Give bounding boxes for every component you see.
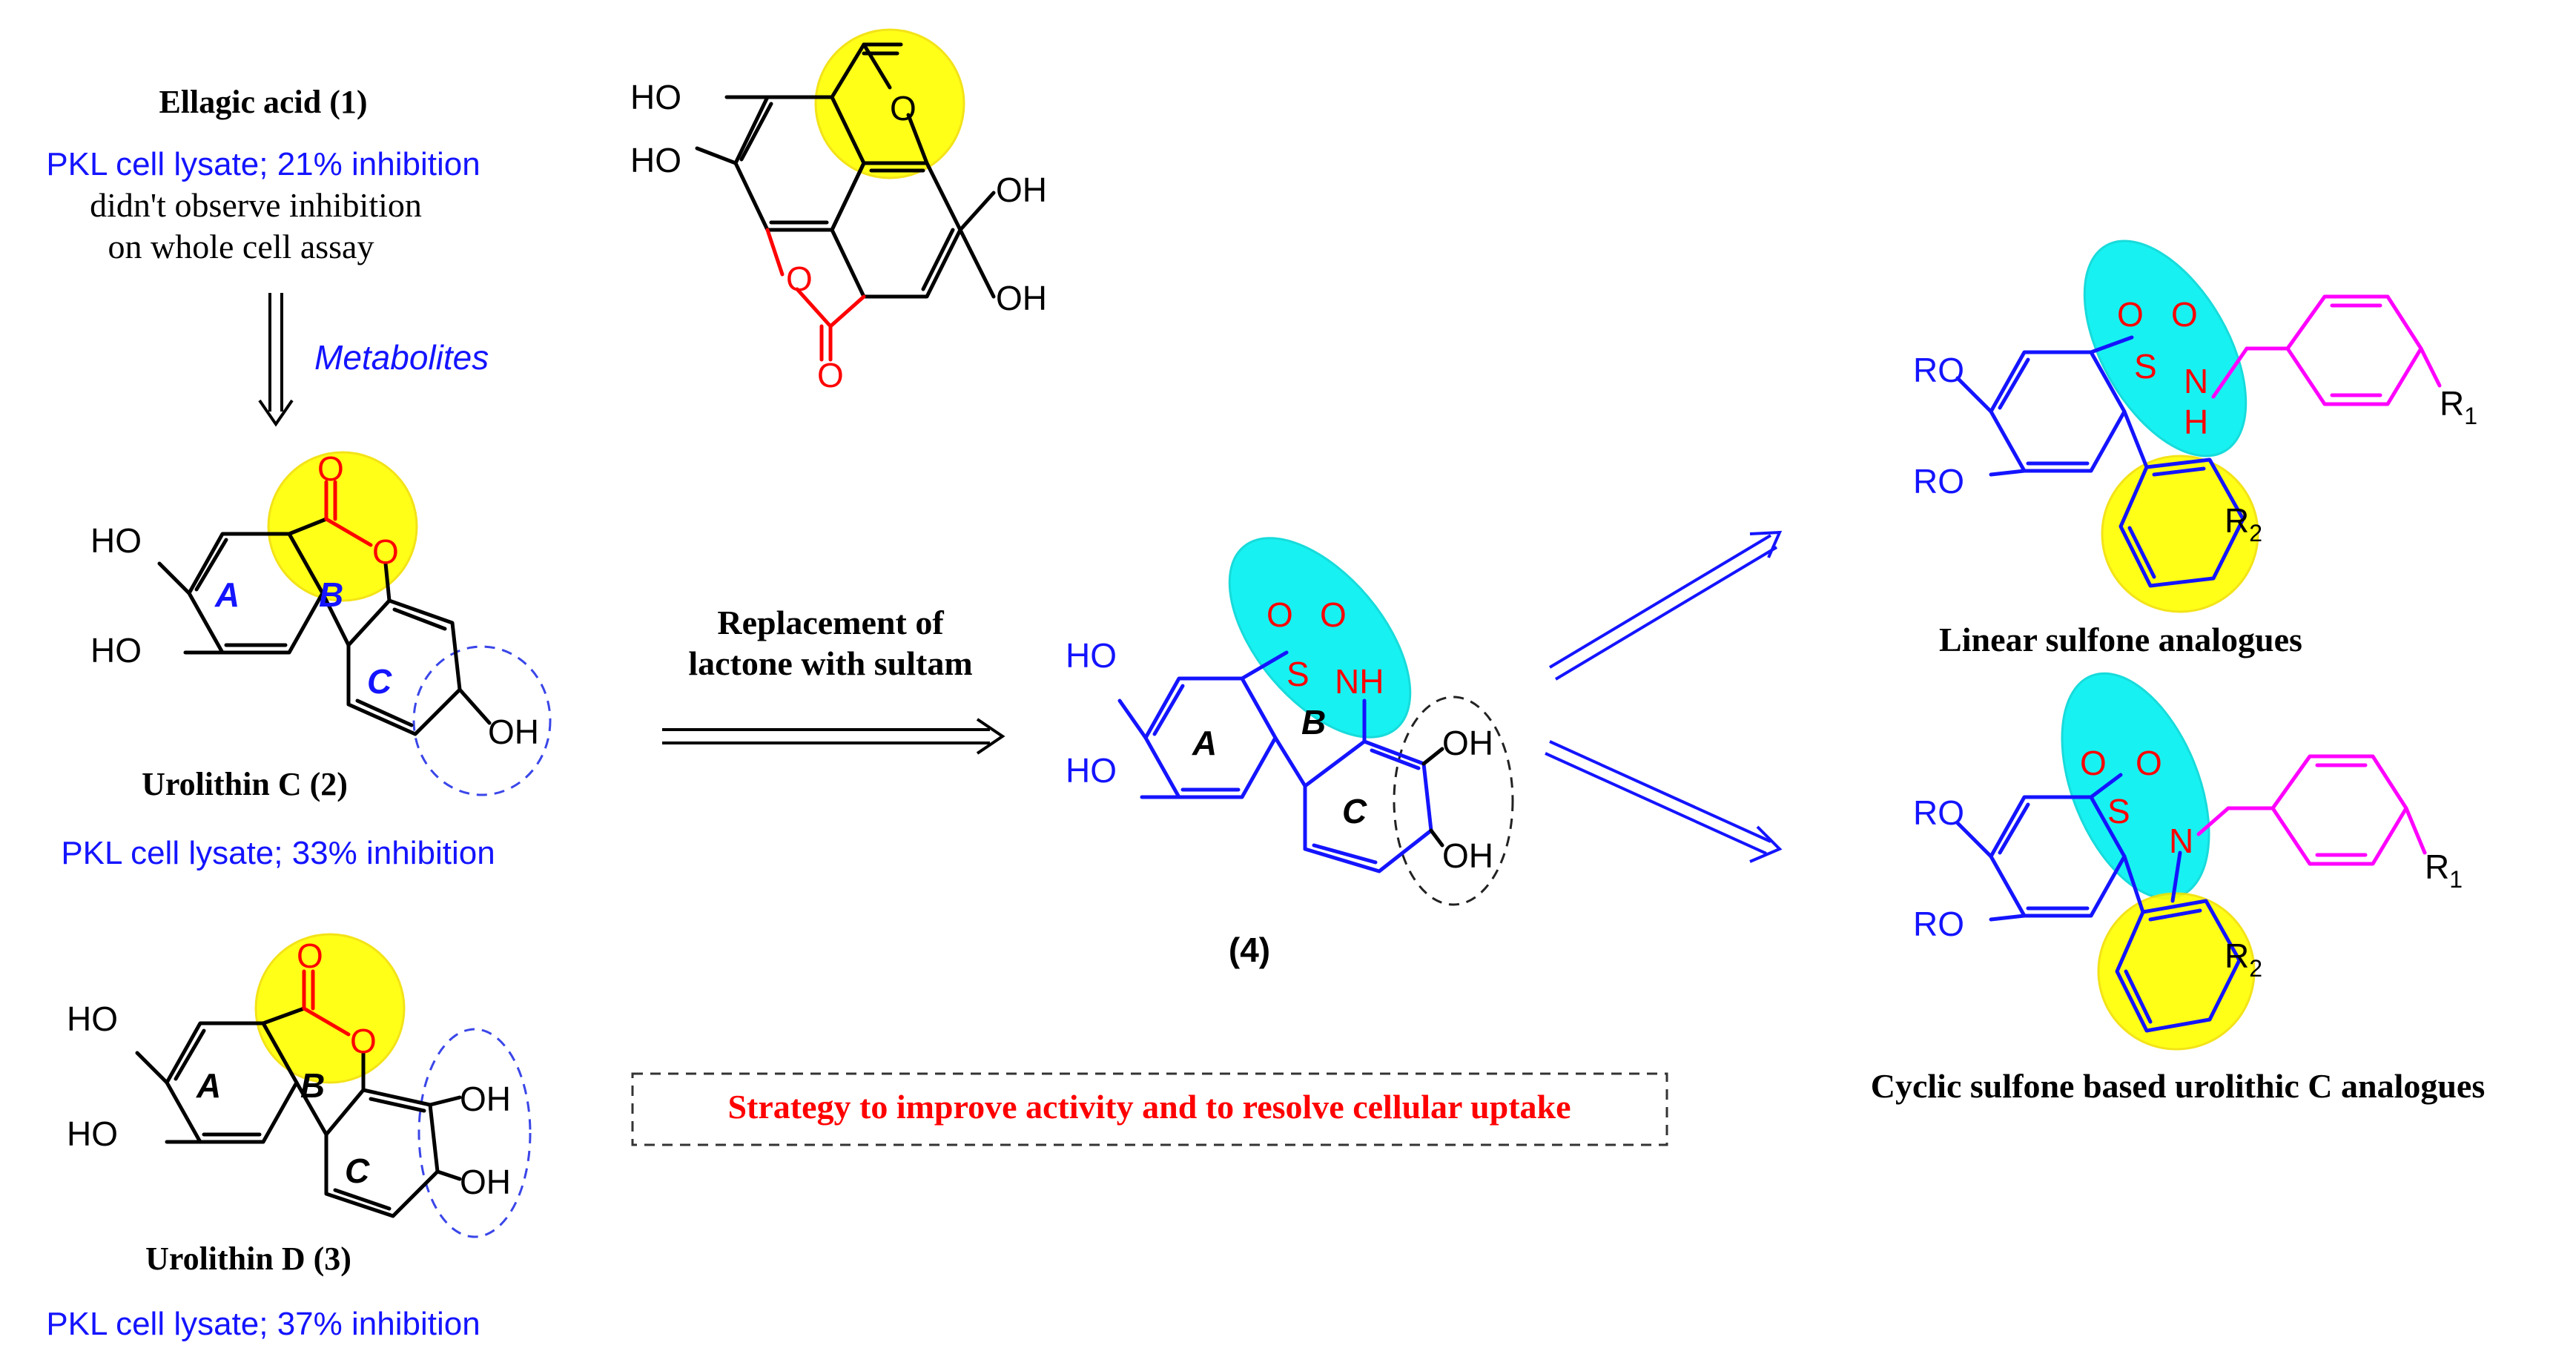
linear-h: H [2184,403,2208,441]
cyclic-n: N [2169,822,2193,860]
ellagic-oh-1: OH [996,171,1047,209]
arrow-to-linear [1548,530,1783,681]
linear-r2-letter: R [2225,501,2249,540]
urolithin-c-title: Urolithin C (2) [142,766,348,802]
ellagic-ho-2: HO [630,141,681,179]
linear-r1-subscript: 1 [2464,403,2477,429]
linear-analogue-structure [1955,240,2442,613]
ellagic-acid-structure [695,28,996,362]
urolithin-c-ring-c: C [367,662,392,701]
urolithin-d-o-ring: O [350,1022,377,1060]
linear-ro-2: RO [1913,462,1964,501]
strategy-box [631,1072,1668,1146]
urolithin-d-ring-b: B [300,1066,325,1105]
urolithin-d-ring-c: C [345,1152,370,1190]
ellagic-o-ring-red: O [786,260,813,298]
urolithin-c-ho-1: HO [90,521,142,560]
compound-4-ring-a: A [1192,724,1217,762]
compound-4-s: S [1287,655,1310,693]
ellagic-acid-assay: PKL cell lysate; 21% inhibition [46,146,480,182]
linear-r2-subscript: 2 [2249,520,2262,546]
replacement-line-2: lactone with sultam [688,644,972,682]
compound-4-label: (4) [1229,931,1270,969]
urolithin-d-title: Urolithin D (3) [145,1241,351,1277]
urolithin-d-ho-1: HO [67,1000,118,1038]
linear-label: Linear sulfone analogues [1939,621,2302,658]
cyclic-s: S [2107,792,2130,830]
urolithin-c-structure [157,451,552,796]
linear-ro-1: RO [1913,351,1964,389]
cyclic-r2-subscript: 2 [2249,955,2262,982]
cyclic-ro-2: RO [1913,905,1964,943]
cyclic-o-1: O [2080,744,2107,782]
urolithin-c-ho-2: HO [90,631,142,670]
urolithin-d-ring-a: A [196,1066,221,1105]
strategy-text: Strategy to improve activity and to reso… [727,1088,1571,1126]
cyclic-r2-letter: R [2225,937,2249,975]
compound-4-oh-2: OH [1442,836,1493,875]
ellagic-acid-note-2: on whole cell assay [108,228,374,265]
urolithin-c-o-carbonyl: O [317,449,344,488]
compound-4-nh: NH [1335,662,1384,701]
compound-4-o-1: O [1266,595,1293,634]
urolithin-d-o-carbonyl: O [297,937,323,975]
linear-r1-letter: R [2440,384,2464,423]
ellagic-o-ring: O [890,89,917,128]
compound-4-structure [1117,537,1514,906]
urolithin-c-ring-a: A [214,575,240,614]
ellagic-ho-1: HO [630,78,681,116]
ellagic-acid-note-1: didn't observe inhibition [90,186,422,224]
cyclic-label: Cyclic sulfone based urolithic C analogu… [1871,1067,2486,1105]
ellagic-oh-2: OH [996,279,1047,317]
cyclic-o-2: O [2136,744,2162,782]
arrow-to-cyclic [1545,740,1783,863]
urolithin-c-ring-b: B [319,575,343,614]
linear-o-1: O [2117,295,2144,334]
linear-o-2: O [2171,295,2198,334]
replacement-arrow [662,718,1005,755]
compound-4-ring-c: C [1342,792,1367,830]
compound-4-ring-b: B [1301,703,1326,741]
cyclic-r1-letter: R [2425,848,2449,886]
cyclic-r2: R2 [2225,937,2262,982]
urolithin-d-oh-1: OH [460,1080,511,1118]
replacement-line-1: Replacement of [717,604,944,641]
ellagic-acid-title: Ellagic acid (1) [159,84,367,120]
urolithin-c-assay: PKL cell lysate; 33% inhibition [61,835,495,871]
urolithin-c-oh: OH [488,713,539,751]
linear-n: N [2184,362,2208,400]
urolithin-d-assay: PKL cell lysate; 37% inhibition [46,1306,480,1342]
urolithin-c-o-ring: O [372,532,399,571]
compound-4-oh-1: OH [1442,724,1493,762]
cyclic-r1-subscript: 1 [2449,866,2463,893]
urolithin-d-structure [135,933,532,1238]
metabolites-arrow [258,293,294,427]
urolithin-d-ho-2: HO [67,1114,118,1153]
cyclic-ro-1: RO [1913,793,1964,832]
metabolites-label: Metabolites [314,338,489,377]
compound-4-ho-2: HO [1066,751,1117,790]
linear-r2: R2 [2225,501,2262,546]
cyclic-analogue-structure [1955,672,2427,1051]
urolithin-d-oh-2: OH [460,1163,511,1201]
linear-r1: R1 [2440,384,2477,429]
linear-s: S [2134,347,2157,386]
ellagic-o-carbonyl-red: O [817,356,844,394]
cyclic-r1: R1 [2425,848,2463,893]
compound-4-o-2: O [1320,595,1347,634]
compound-4-ho-1: HO [1066,636,1117,675]
